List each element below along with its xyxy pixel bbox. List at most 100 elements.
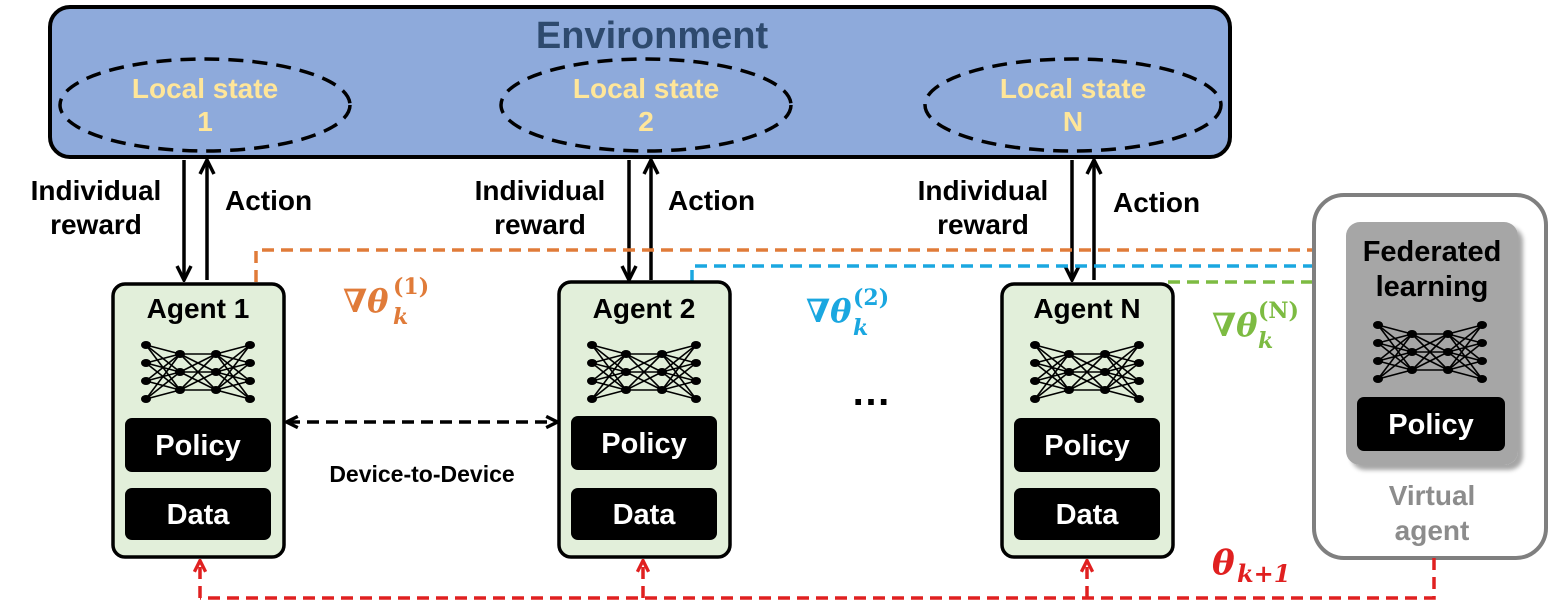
nn-edge	[1377, 333, 1413, 362]
gradient-arrows	[254, 243, 1348, 289]
nn-node	[175, 386, 185, 394]
agent-n-data-label: Data	[1056, 499, 1120, 531]
agent-2-title: Agent 2	[593, 293, 696, 324]
nn-edge	[625, 353, 663, 373]
agent-2-network-icon	[587, 341, 701, 403]
action-label-1: Action	[225, 185, 312, 216]
nn-node	[1134, 359, 1144, 367]
local-state-2-label: Local state	[573, 73, 719, 104]
nn-edge	[179, 353, 217, 373]
nn-edge	[215, 344, 251, 355]
nn-node	[1134, 341, 1144, 349]
grad-n-symbol: ∇θ	[1212, 306, 1258, 344]
nn-edge	[1447, 360, 1483, 371]
local-state-n: Local state N	[923, 57, 1223, 153]
agent-n-policy-label: Policy	[1044, 430, 1129, 462]
agent-2-policy-box	[571, 416, 717, 470]
ellipsis: …	[851, 370, 891, 414]
nn-edge	[591, 353, 627, 364]
nn-edge	[1377, 324, 1413, 335]
nn-node	[1100, 350, 1110, 358]
nn-node	[211, 386, 221, 394]
theta-line-main	[200, 558, 1436, 600]
nn-node	[1477, 321, 1487, 329]
nn-edge	[145, 371, 181, 400]
environment-box: Environment	[48, 5, 1232, 159]
nn-edge	[1104, 344, 1140, 391]
reward-action-arrows	[184, 160, 1094, 280]
nn-node	[141, 395, 151, 403]
gradient-label-1: ∇θ (1) k	[343, 274, 429, 330]
nn-node	[1373, 375, 1383, 383]
virtual-agent-box: Federated learning Policy Virtual agent	[1312, 193, 1548, 560]
grad-n-sup: (N)	[1258, 298, 1299, 324]
grad-n-sub: k	[1258, 328, 1273, 354]
nn-edge	[1377, 369, 1413, 380]
nn-node	[1407, 330, 1417, 338]
agent-1-data-label: Data	[167, 499, 231, 531]
nn-node	[1100, 386, 1110, 394]
nn-edge	[1034, 353, 1070, 364]
nn-node	[1100, 368, 1110, 376]
nn-node	[1373, 357, 1383, 365]
gradient-arrow-2	[690, 259, 1348, 282]
nn-node	[657, 386, 667, 394]
nn-node	[1477, 339, 1487, 347]
nn-edge	[1411, 333, 1449, 353]
grad-2-sub: k	[853, 315, 868, 341]
nn-edge	[1377, 333, 1413, 380]
nn-node	[1407, 348, 1417, 356]
nn-edge	[625, 371, 663, 391]
nn-edge	[1068, 371, 1106, 391]
reward-label-2b: reward	[494, 209, 586, 240]
theta-symbol: θ	[1212, 543, 1235, 583]
agent-n-title: Agent N	[1033, 293, 1140, 324]
nn-node	[1030, 395, 1040, 403]
nn-edge	[215, 362, 251, 391]
theta-broadcast-arrows	[200, 558, 1436, 600]
grad-1-sub: k	[393, 304, 408, 330]
nn-node	[657, 368, 667, 376]
nn-edge	[1104, 362, 1140, 391]
virtual-agent-line1: Virtual	[1389, 480, 1476, 511]
nn-node	[175, 368, 185, 376]
action-label-n: Action	[1113, 187, 1200, 218]
nn-edge	[1104, 344, 1140, 355]
svg-text:∇θ: ∇θ	[1212, 306, 1258, 344]
agent-2-policy-label: Policy	[601, 428, 686, 460]
nn-edge	[1104, 344, 1140, 373]
nn-edge	[145, 353, 181, 364]
nn-node	[587, 359, 597, 367]
theta-sub: k+1	[1237, 559, 1290, 588]
gradient-label-n: ∇θ (N) k	[1212, 298, 1299, 354]
nn-edge	[591, 353, 627, 400]
nn-node	[1064, 350, 1074, 358]
svg-text:∇θ: ∇θ	[806, 292, 852, 330]
nn-edge	[1034, 344, 1070, 355]
agent-1-policy-box	[125, 418, 271, 472]
nn-edge	[1104, 380, 1140, 391]
nn-edge	[661, 362, 697, 391]
nn-edge	[145, 353, 181, 382]
grad-1-symbol: ∇θ	[343, 282, 389, 320]
reward-label-na: Individual	[918, 175, 1049, 206]
agent-1-network-icon	[141, 341, 255, 403]
nn-node	[141, 341, 151, 349]
nn-node	[1134, 377, 1144, 385]
nn-edge	[1447, 324, 1483, 353]
nn-node	[1443, 366, 1453, 374]
nn-edge	[591, 353, 627, 382]
nn-edge	[1377, 333, 1413, 344]
agent-2-data-box	[571, 488, 717, 540]
nn-node	[1477, 357, 1487, 365]
nn-node	[1064, 386, 1074, 394]
nn-edge	[215, 380, 251, 391]
agent-1: Agent 1 Policy Data	[111, 282, 286, 559]
nn-node	[1443, 330, 1453, 338]
nn-node	[141, 359, 151, 367]
nn-node	[691, 377, 701, 385]
reward-label-1a: Individual	[31, 175, 162, 206]
federated-line1: Federated	[1363, 236, 1502, 268]
nn-edge	[591, 344, 627, 355]
action-label-2: Action	[668, 185, 755, 216]
